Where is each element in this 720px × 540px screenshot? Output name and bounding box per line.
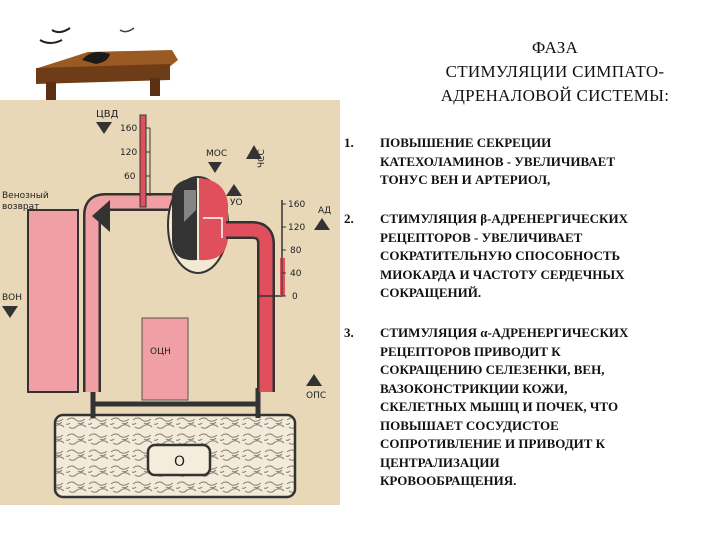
list-item-line: СОКРАЩЕНИЮ СЕЛЕЗЕНКИ, ВЕН, xyxy=(380,362,605,377)
ocn-label: ОЦН xyxy=(150,347,171,357)
ad-scale-0: 0 xyxy=(292,292,298,302)
von-arrow-icon xyxy=(2,306,18,318)
list-item-number: 2. xyxy=(344,211,354,226)
cvd-label: ЦВД xyxy=(96,109,119,120)
chss-label: ЧСС xyxy=(257,149,267,168)
list-item-line: ТОНУС ВЕН И АРТЕРИОЛ, xyxy=(380,172,551,187)
ad-arrow-icon xyxy=(314,218,330,230)
cvd-scale-120: 120 xyxy=(120,148,137,158)
venous-return-label-1: Венозный xyxy=(2,191,49,201)
mos-arrow-icon xyxy=(208,162,222,173)
list-item-line: РЕЦЕПТОРОВ ПРИВОДИТ К xyxy=(380,343,561,359)
chss-arrow-icon xyxy=(246,145,262,159)
cvd-scale xyxy=(146,127,151,196)
reservoir-label: О xyxy=(174,454,185,470)
mos-label: МОС xyxy=(206,149,227,159)
cvd-scale-160: 160 xyxy=(120,124,137,134)
list-item-line: СТИМУЛЯЦИЯ β-АДРЕНЕРГИЧЕСКИХ xyxy=(380,211,628,226)
von-label: ВОН xyxy=(2,293,22,303)
uo-arrow-icon xyxy=(226,184,242,196)
desk-illustration xyxy=(36,27,178,100)
ad-label: АД xyxy=(318,206,331,216)
list-item-number: 1. xyxy=(344,135,354,150)
list-item-line: ЦЕНТРАЛИЗАЦИИ xyxy=(380,454,500,470)
ad-scale xyxy=(281,203,286,297)
list-item-line: РЕЦЕПТОРОВ - УВЕЛИЧИВАЕТ xyxy=(380,229,583,245)
cvd-tube xyxy=(139,114,147,208)
list-item-line: СОКРАТИТЕЛЬНУЮ СПОСОБНОСТЬ xyxy=(380,248,621,263)
list-item-line: КАТЕХОЛАМИНОВ - УВЕЛИЧИВАЕТ xyxy=(380,153,616,169)
list-item-line: СОПРОТИВЛЕНИЕ И ПРИВОДИТ К xyxy=(380,436,606,451)
list-item-line: МИОКАРДА И ЧАСТОТУ СЕРДЕЧНЫХ xyxy=(380,266,625,282)
venous-return-arrow xyxy=(92,200,110,232)
ad-scale-40: 40 xyxy=(290,269,302,279)
list-item-text: СТИМУЛЯЦИЯ α-АДРЕНЕРГИЧЕСКИХ РЕЦЕПТОРОВ … xyxy=(380,324,628,491)
list-item-line: СТИМУЛЯЦИЯ α-АДРЕНЕРГИЧЕСКИХ xyxy=(380,325,629,340)
ad-scale-160: 160 xyxy=(288,200,305,210)
ad-scale-120: 120 xyxy=(288,223,305,233)
list-item-number: 3. xyxy=(344,325,354,340)
list-item-text: СТИМУЛЯЦИЯ β-АДРЕНЕРГИЧЕСКИХ РЕЦЕПТОРОВ … xyxy=(380,210,628,303)
ocn-box xyxy=(141,317,189,401)
heart xyxy=(167,176,229,274)
title-line-2: СТИМУЛЯЦИИ СИМПАТО- xyxy=(445,62,665,81)
cvd-scale-60: 60 xyxy=(124,172,136,182)
slide-title: ФАЗА СТИМУЛЯЦИИ СИМПАТО- АДРЕНАЛОВОЙ СИС… xyxy=(395,36,715,108)
reservoir-box xyxy=(146,443,212,477)
venous-reservoir xyxy=(27,209,79,393)
capillary-vessels xyxy=(90,388,261,407)
circulation-diagram: ЦВД 160 120 60 Венозный возврат МОС ЧСС … xyxy=(0,27,340,505)
list-item-line: СКЕЛЕТНЫХ МЫШЦ И ПОЧЕК, ЧТО xyxy=(380,399,619,414)
title-line-3: АДРЕНАЛОВОЙ СИСТЕМЫ: xyxy=(440,86,670,105)
list-item-line: ПОВЫШАЕТ СОСУДИСТОЕ xyxy=(380,417,559,433)
ops-label: ОПС xyxy=(306,391,326,401)
list-item-line: ВАЗОКОНСТРИКЦИИ КОЖИ, xyxy=(380,380,568,396)
venous-return-label-2: возврат xyxy=(2,202,39,212)
list-item-line: КРОВООБРАЩЕНИЯ. xyxy=(380,473,517,488)
title-line-1: ФАЗА xyxy=(531,38,579,57)
ops-arrow-icon xyxy=(306,374,322,386)
ad-scale-80: 80 xyxy=(290,246,302,256)
list-item-text: ПОВЫШЕНИЕ СЕКРЕЦИИ КАТЕХОЛАМИНОВ - УВЕЛИ… xyxy=(380,134,615,190)
list-item-line: ПОВЫШЕНИЕ СЕКРЕЦИИ xyxy=(380,135,552,150)
cvd-arrow-icon xyxy=(96,122,112,134)
list-item-line: СОКРАЩЕНИЙ. xyxy=(380,285,482,300)
uo-label: УО xyxy=(230,198,243,208)
